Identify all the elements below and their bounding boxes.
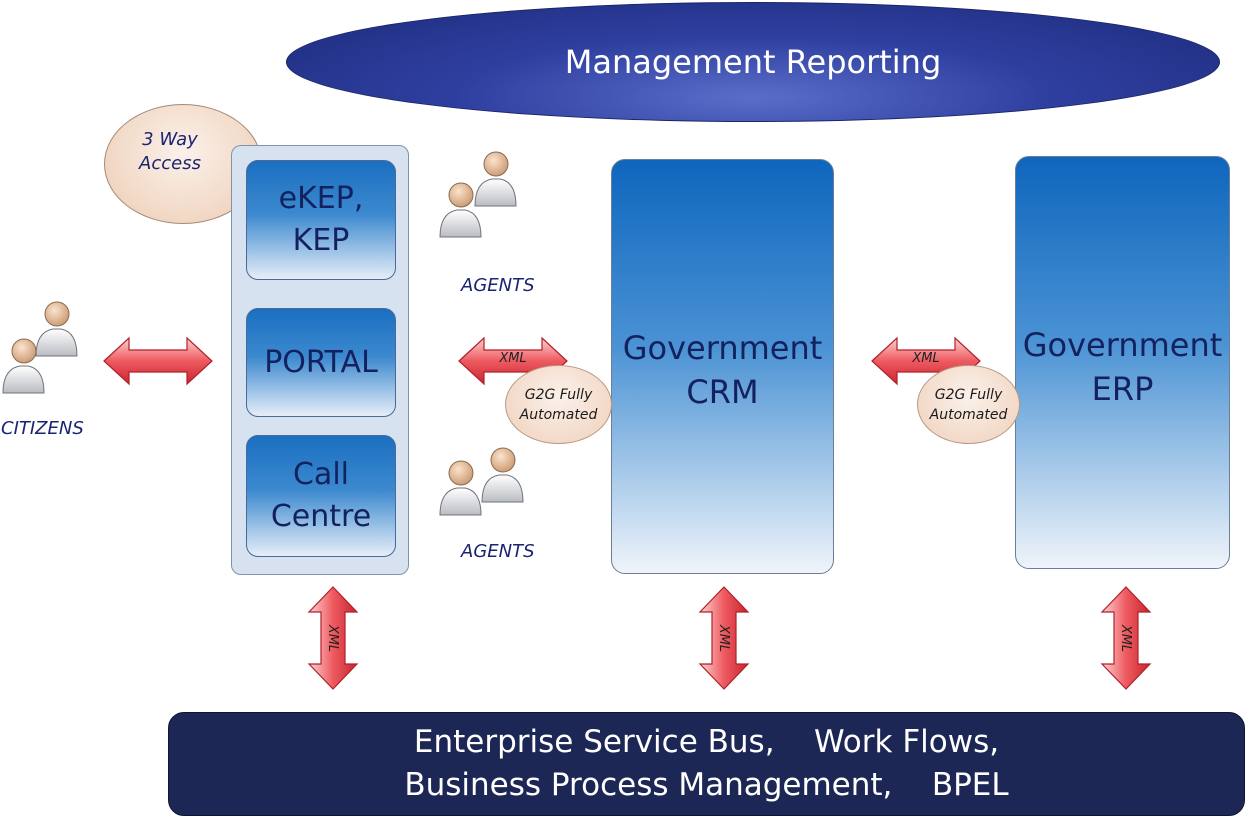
management-reporting-label: Management Reporting <box>564 43 942 81</box>
channel-call-centre-line1: Call <box>292 457 349 492</box>
citizens-label: CITIZENS <box>1 418 84 439</box>
three-way-access-bubble: 3 Way Access <box>104 104 262 224</box>
agent-person-icon <box>439 460 482 516</box>
erp-line2: ERP <box>1091 370 1154 408</box>
xml-label: XML <box>912 351 940 366</box>
enterprise-service-bus: Enterprise Service Bus, Work Flows, Busi… <box>168 712 1245 816</box>
esb-line1: Enterprise Service Bus, Work Flows, <box>413 724 1000 760</box>
crm-erp-xml-arrow <box>871 336 981 386</box>
agents-top-label: AGENTS <box>461 275 535 296</box>
xml-vertical-label-wrap: XML <box>1100 586 1152 690</box>
g2g-line2: Automated <box>929 406 1008 423</box>
g2g-line2: Automated <box>519 406 598 423</box>
access-line2: Access <box>139 153 201 174</box>
agent-person-icon <box>439 182 482 238</box>
g2g-line1: G2G Fully <box>934 386 1003 403</box>
government-erp-box: Government ERP <box>1015 156 1230 569</box>
esb-line2: Business Process Management, BPEL <box>404 767 1009 803</box>
xml-vertical-label-wrap: XML <box>698 586 750 690</box>
channel-ekep: eKEP, KEP <box>246 160 396 280</box>
crm-line1: Government <box>622 329 823 367</box>
channel-ekep-line1: eKEP, <box>278 181 364 216</box>
agents-bottom-label: AGENTS <box>461 541 535 562</box>
citizen-person-icon <box>2 338 45 394</box>
xml-label: XML <box>1118 624 1134 652</box>
channel-ekep-line2: KEP <box>292 223 350 258</box>
crm-line2: CRM <box>686 373 759 411</box>
xml-label: XML <box>716 624 732 652</box>
government-crm-box: Government CRM <box>611 159 834 574</box>
channel-call-centre-line2: Centre <box>270 499 372 534</box>
portal-crm-xml-arrow <box>458 336 568 386</box>
erp-esb-xml-arrow <box>1100 586 1152 690</box>
channel-portal: PORTAL <box>246 308 396 417</box>
management-reporting-ellipse: Management Reporting <box>286 2 1220 122</box>
xml-label: XML <box>499 351 527 366</box>
g2g-line1: G2G Fully <box>524 386 593 403</box>
citizens-portal-arrow <box>103 336 213 386</box>
agent-person-icon <box>481 447 524 503</box>
xml-label: XML <box>325 624 341 652</box>
portal-esb-xml-arrow <box>307 586 359 690</box>
g2g-automated-bubble: G2G Fully Automated <box>505 365 612 444</box>
crm-esb-xml-arrow <box>698 586 750 690</box>
channel-call-centre: Call Centre <box>246 435 396 557</box>
access-line1: 3 Way <box>142 129 198 150</box>
erp-line1: Government <box>1022 326 1223 364</box>
xml-vertical-label-wrap: XML <box>307 586 359 690</box>
g2g-automated-bubble: G2G Fully Automated <box>917 365 1020 444</box>
channel-portal-label: PORTAL <box>264 344 378 380</box>
